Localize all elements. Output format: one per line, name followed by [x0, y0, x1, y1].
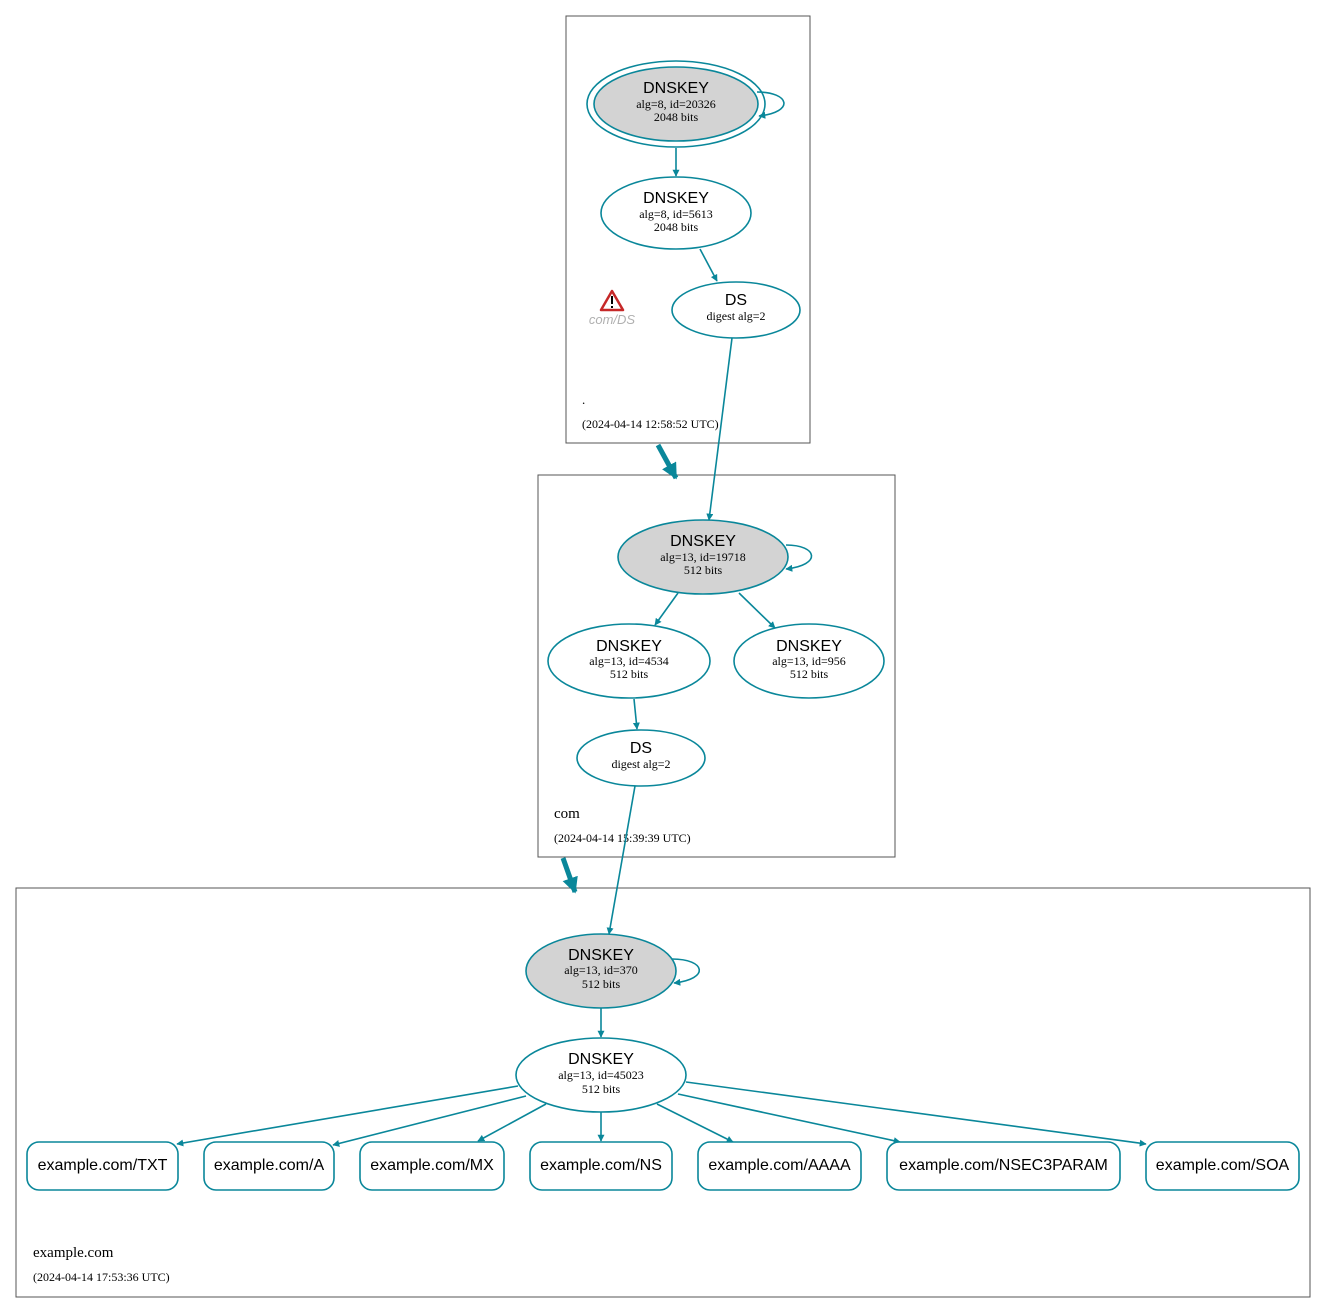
- edge-ex-zsk-nsec3param: [677, 1093, 901, 1145]
- record-ns: example.com/NS: [529, 1141, 673, 1191]
- node-root-ds-title: DS: [725, 292, 747, 309]
- node-com-ksk: DNSKEY alg=13, id=19718 512 bits: [617, 519, 789, 595]
- node-example-ksk-line2: 512 bits: [582, 977, 621, 991]
- node-example-zsk-line1: alg=13, id=45023: [558, 1068, 644, 1082]
- node-com-zsk1-line2: 512 bits: [610, 667, 649, 681]
- edge-ex-zsk-mx: [477, 1103, 547, 1142]
- edge-com-ksk-zsk1: [654, 592, 679, 626]
- edge-com-ksk-self: [785, 544, 813, 572]
- record-a: example.com/A: [203, 1141, 335, 1191]
- node-root-ksk-title: DNSKEY: [643, 80, 709, 97]
- record-label: example.com/SOA: [1156, 1157, 1290, 1174]
- node-root-zsk-line2: 2048 bits: [654, 220, 699, 234]
- node-com-ds-title: DS: [630, 740, 652, 757]
- edge-ex-ksk-self: [671, 958, 701, 986]
- node-example-zsk-title: DNSKEY: [568, 1051, 634, 1068]
- edge-root-zsk-ds: [699, 248, 718, 282]
- node-com-zsk2: DNSKEY alg=13, id=956 512 bits: [733, 623, 885, 699]
- record-label: example.com/MX: [370, 1157, 494, 1174]
- node-example-zsk: DNSKEY alg=13, id=45023 512 bits: [515, 1037, 687, 1113]
- node-com-zsk1-line1: alg=13, id=4534: [589, 654, 669, 668]
- node-example-ksk-line1: alg=13, id=370: [564, 963, 638, 977]
- zone-root-timestamp: (2024-04-14 12:58:52 UTC): [582, 417, 719, 431]
- node-example-ksk: DNSKEY alg=13, id=370 512 bits: [525, 933, 677, 1009]
- node-root-ksk-line1: alg=8, id=20326: [636, 97, 716, 111]
- node-com-zsk1-title: DNSKEY: [596, 638, 662, 655]
- edge-com-zsk1-ds: [632, 698, 640, 730]
- node-example-zsk-line2: 512 bits: [582, 1082, 621, 1096]
- node-com-ds: DS digest alg=2: [576, 729, 706, 787]
- record-label: example.com/TXT: [38, 1157, 168, 1174]
- edge-ex-zsk-aaaa: [656, 1103, 734, 1143]
- node-com-zsk1: DNSKEY alg=13, id=4534 512 bits: [547, 623, 711, 699]
- record-label: example.com/A: [214, 1157, 325, 1174]
- node-example-ksk-title: DNSKEY: [568, 947, 634, 964]
- record-label: example.com/AAAA: [708, 1157, 851, 1174]
- zone-example-timestamp: (2024-04-14 17:53:36 UTC): [33, 1270, 170, 1284]
- record-label: example.com/NSEC3PARAM: [899, 1157, 1108, 1174]
- zone-com-timestamp: (2024-04-14 15:39:39 UTC): [554, 831, 691, 845]
- node-root-ds: DS digest alg=2: [671, 281, 801, 339]
- record-label: example.com/NS: [540, 1157, 662, 1174]
- edge-ex-zsk-soa: [685, 1081, 1147, 1147]
- edge-ex-zsk-txt: [176, 1085, 519, 1147]
- record-soa: example.com/SOA: [1145, 1141, 1300, 1191]
- record-mx: example.com/MX: [359, 1141, 505, 1191]
- node-root-zsk-title: DNSKEY: [643, 190, 709, 207]
- node-com-zsk2-title: DNSKEY: [776, 638, 842, 655]
- edge-com-ksk-zsk2: [738, 592, 776, 629]
- record-aaaa: example.com/AAAA: [697, 1141, 862, 1191]
- zone-root-name: .: [582, 392, 585, 407]
- node-com-ksk-line2: 512 bits: [684, 563, 723, 577]
- record-nsec3param: example.com/NSEC3PARAM: [886, 1141, 1121, 1191]
- node-root-zsk: DNSKEY alg=8, id=5613 2048 bits: [600, 176, 752, 250]
- node-root-zsk-line1: alg=8, id=5613: [639, 207, 713, 221]
- node-root-ksk: DNSKEY alg=8, id=20326 2048 bits: [586, 60, 766, 148]
- delegation-arrow-root-com: [655, 443, 679, 480]
- edges: [176, 91, 1147, 1147]
- node-root-ds-line1: digest alg=2: [706, 309, 765, 323]
- node-com-zsk2-line1: alg=13, id=956: [772, 654, 846, 668]
- node-com-ksk-line1: alg=13, id=19718: [660, 550, 746, 564]
- node-com-ds-line1: digest alg=2: [611, 757, 670, 771]
- node-root-warning-label: com/DS: [589, 312, 636, 327]
- edge-ex-zsk-a: [332, 1095, 527, 1147]
- edge-com-ds-ex-ksk: [606, 785, 636, 935]
- delegation-arrow-com-example: [560, 857, 578, 894]
- node-com-ksk-title: DNSKEY: [670, 533, 736, 550]
- edge-root-ds-com-ksk: [706, 337, 733, 521]
- warning-icon: [599, 289, 625, 312]
- zone-com-name: com: [554, 806, 580, 822]
- node-root-warning: com/DS: [589, 289, 636, 327]
- zone-example-name: example.com: [33, 1245, 114, 1261]
- node-com-zsk2-line2: 512 bits: [790, 667, 829, 681]
- node-root-ksk-line2: 2048 bits: [654, 110, 699, 124]
- record-txt: example.com/TXT: [26, 1141, 179, 1191]
- edge-root-ksk-self: [756, 91, 785, 119]
